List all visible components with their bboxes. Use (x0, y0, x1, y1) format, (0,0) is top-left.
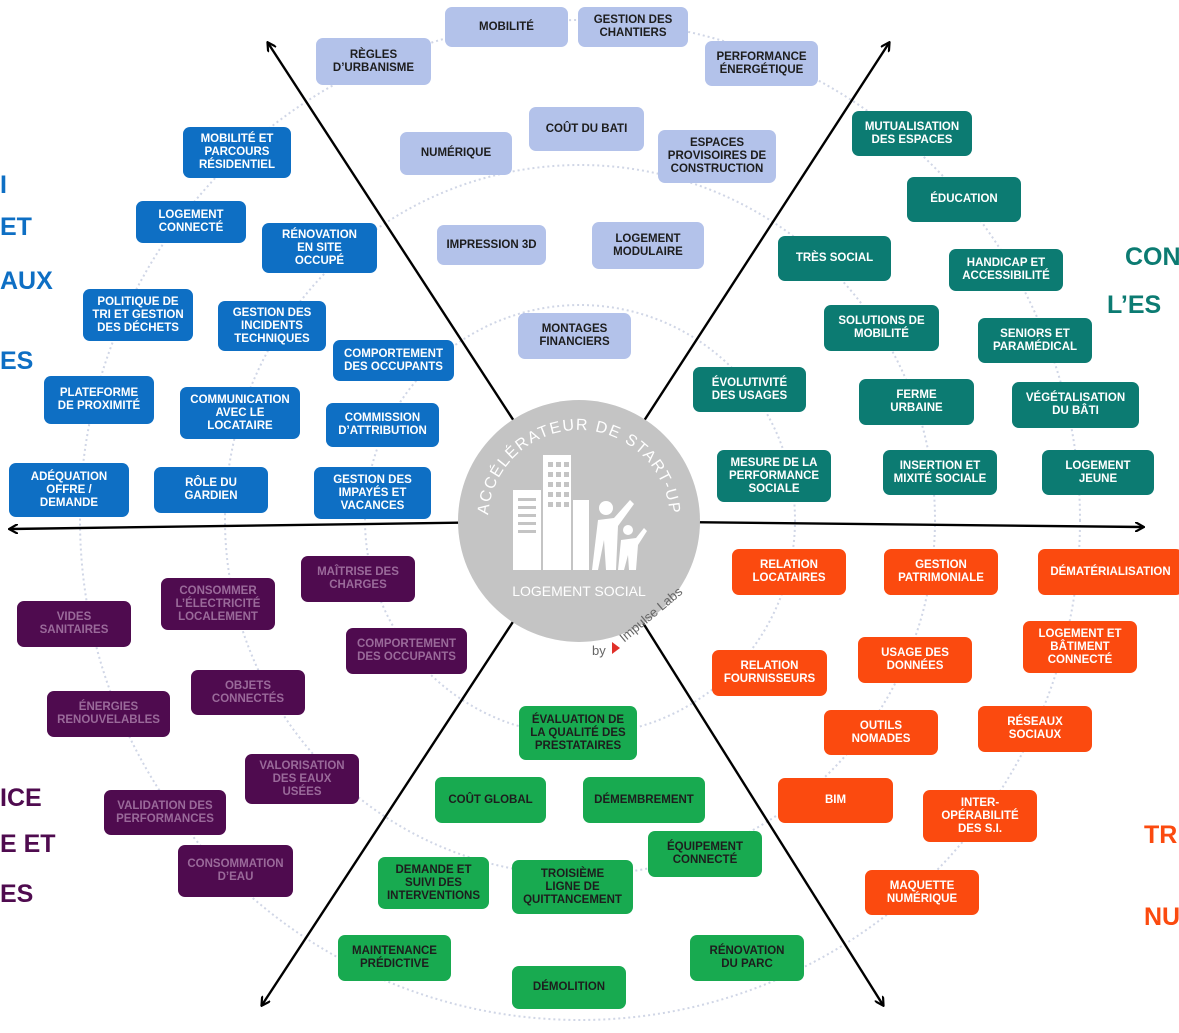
pill-bottom: TROISIÈME LIGNE DE QUITTANCEMENT (512, 860, 633, 914)
pill-upper-right: HANDICAP ET ACCESSIBILITÉ (949, 249, 1063, 291)
pill-bottom: DÉMEMBREMENT (583, 777, 705, 823)
side-line: CON (1125, 243, 1179, 271)
pill-upper-left: LOGEMENT CONNECTÉ (136, 201, 246, 243)
pill-upper-right: MUTUALISATION DES ESPACES (852, 111, 972, 156)
pill-lower-left: VALORISATION DES EAUX USÉES (245, 754, 359, 804)
buildings-icon (513, 455, 589, 570)
pill-top: COÛT DU BATI (529, 107, 644, 151)
inner-dotted-ring (364, 304, 796, 736)
pill-lower-right: INTER- OPÉRABILITÉ DES S.I. (923, 790, 1037, 842)
pill-upper-left: COMMUNICATION AVEC LE LOCATAIRE (180, 387, 300, 439)
pill-upper-right: MESURE DE LA PERFORMANCE SOCIALE (717, 450, 831, 502)
side-line: ES (0, 347, 34, 375)
pill-upper-right: SOLUTIONS DE MOBILITÉ (824, 305, 939, 351)
pill-top: LOGEMENT MODULAIRE (592, 222, 704, 269)
pill-upper-left: COMMISSION D’ATTRIBUTION (326, 403, 439, 447)
pill-upper-left: POLITIQUE DE TRI ET GESTION DES DÉCHETS (83, 289, 193, 341)
byline: by Impulse Labs (592, 584, 712, 668)
pill-upper-left: COMPORTEMENT DES OCCUPANTS (333, 340, 454, 381)
pill-upper-right: FERME URBAINE (859, 379, 974, 425)
pill-upper-right: ÉVOLUTIVITÉ DES USAGES (693, 367, 806, 412)
byline-by: by (592, 643, 606, 658)
pill-lower-left: CONSOMMATION D’EAU (178, 845, 293, 897)
pill-bottom: COÛT GLOBAL (435, 777, 546, 823)
pill-lower-right: OUTILS NOMADES (824, 710, 938, 755)
pill-bottom: DÉMOLITION (512, 966, 626, 1009)
pill-lower-left: CONSOMMER L’ÉLECTRICITÉ LOCALEMENT (161, 578, 275, 630)
side-line: TR (1144, 821, 1178, 849)
side-line: ES (0, 880, 34, 908)
pill-lower-right: GESTION PATRIMONIALE (884, 549, 998, 595)
side-line: L’ES (1107, 291, 1162, 319)
pill-lower-right: DÉMATÉRIALISATION (1038, 549, 1179, 595)
pill-upper-right: INSERTION ET MIXITÉ SOCIALE (883, 450, 997, 495)
pill-upper-right: VÉGÉTALISATION DU BÂTI (1012, 382, 1139, 428)
pill-upper-right: TRÈS SOCIAL (778, 236, 891, 281)
pill-top: RÈGLES D’URBANISME (316, 38, 431, 85)
side-line: I (0, 171, 7, 199)
pill-lower-left: MAÎTRISE DES CHARGES (301, 556, 415, 602)
pill-top: GESTION DES CHANTIERS (578, 7, 688, 47)
center-bottom-text: LOGEMENT SOCIAL (512, 583, 646, 599)
pill-top: MOBILITÉ (445, 7, 568, 47)
pill-bottom: ÉQUIPEMENT CONNECTÉ (648, 831, 762, 877)
pill-lower-right: RÉSEAUX SOCIAUX (978, 706, 1092, 752)
pill-top: PERFORMANCE ÉNERGÉTIQUE (705, 41, 818, 86)
pill-upper-left: RÉNOVATION EN SITE OCCUPÉ (262, 223, 377, 273)
pill-lower-right: USAGE DES DONNÉES (858, 637, 972, 683)
side-line: AUX (0, 267, 53, 295)
pill-lower-left: VALIDATION DES PERFORMANCES (104, 790, 226, 835)
pill-lower-left: VIDES SANITAIRES (17, 601, 131, 647)
pill-lower-left: OBJETS CONNECTÉS (191, 670, 305, 715)
pill-lower-right: LOGEMENT ET BÂTIMENT CONNECTÉ (1023, 621, 1137, 673)
pill-upper-left: ADÉQUATION OFFRE / DEMANDE (9, 463, 129, 517)
pill-upper-left: MOBILITÉ ET PARCOURS RÉSIDENTIEL (183, 127, 291, 178)
pill-lower-left: COMPORTEMENT DES OCCUPANTS (346, 628, 467, 674)
pill-lower-left: ÉNERGIES RENOUVELABLES (47, 691, 170, 737)
center-logo: ACCÉLÉRATEUR DE START-UP LOGEMENT SOCIAL (458, 400, 700, 642)
pill-upper-right: LOGEMENT JEUNE (1042, 450, 1154, 495)
pill-lower-right: BIM (778, 778, 893, 823)
pill-upper-right: ÉDUCATION (907, 177, 1021, 222)
family-icon (592, 500, 647, 570)
pill-top: ESPACES PROVISOIRES DE CONSTRUCTION (658, 130, 776, 183)
pill-lower-right: RELATION LOCATAIRES (732, 549, 846, 595)
pill-bottom: RÉNOVATION DU PARC (690, 935, 804, 981)
side-line: NU (1144, 903, 1179, 931)
side-line: ET (0, 213, 32, 241)
pill-top: IMPRESSION 3D (437, 225, 546, 265)
pill-upper-right: SENIORS ET PARAMÉDICAL (978, 318, 1092, 363)
pill-upper-left: PLATEFORME DE PROXIMITÉ (44, 376, 154, 424)
pill-top: MONTAGES FINANCIERS (518, 313, 631, 359)
pill-upper-left: RÔLE DU GARDIEN (154, 467, 268, 513)
pill-lower-right: RELATION FOURNISSEURS (712, 650, 827, 696)
pill-upper-left: GESTION DES IMPAYÉS ET VACANCES (314, 467, 431, 519)
pill-top: NUMÉRIQUE (400, 132, 512, 175)
pill-upper-left: GESTION DES INCIDENTS TECHNIQUES (218, 301, 326, 351)
side-line: ICE (0, 784, 42, 812)
middle-dotted-ring (224, 164, 936, 876)
byline-logo-icon (612, 642, 620, 654)
pill-bottom: MAINTENANCE PRÉDICTIVE (338, 935, 451, 981)
side-line: E ET (0, 830, 56, 858)
pill-lower-right: MAQUETTE NUMÉRIQUE (865, 870, 979, 915)
pill-bottom: ÉVALUATION DE LA QUALITÉ DES PRESTATAIRE… (519, 706, 637, 760)
pill-bottom: DEMANDE ET SUIVI DES INTERVENTIONS (378, 857, 489, 909)
